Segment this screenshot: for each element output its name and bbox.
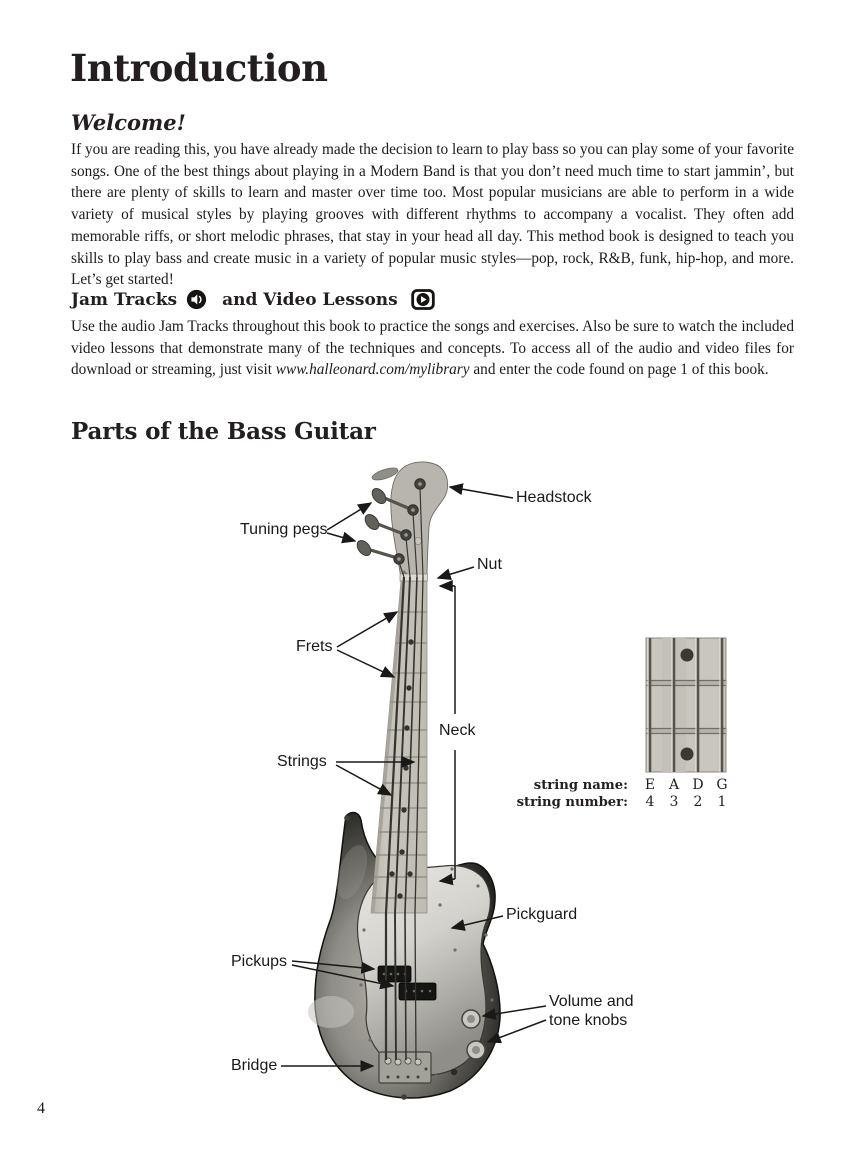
label-volume-tone-knobs: Volume and tone knobs — [549, 993, 634, 1030]
callout-arrows — [281, 483, 547, 1072]
output-jack — [450, 1068, 458, 1076]
label-frets: Frets — [296, 638, 333, 655]
label-volume-line1: Volume and — [549, 993, 634, 1010]
speaker-icon — [186, 289, 207, 310]
headstock — [356, 461, 449, 579]
media-heading: Jam Tracks and Video Lessons — [71, 289, 435, 310]
page-number: 4 — [37, 1100, 45, 1117]
media-paragraph: Use the audio Jam Tracks throughout this… — [71, 316, 794, 381]
welcome-heading: Welcome! — [71, 110, 186, 135]
tuning-keys — [356, 487, 387, 557]
label-nut: Nut — [477, 556, 502, 573]
media-text-before-link: Use the audio Jam Tracks throughout this… — [71, 318, 794, 379]
string-number-label: string number: — [516, 795, 628, 810]
strings — [384, 486, 424, 1061]
label-bridge: Bridge — [231, 1057, 278, 1074]
label-strings: Strings — [277, 753, 327, 770]
string-number-4: 4 — [645, 794, 655, 810]
string-number-3: 3 — [669, 794, 679, 810]
string-number-2: 2 — [693, 794, 703, 810]
video-lessons-label: and Video Lessons — [222, 289, 398, 310]
neck-fretboard — [370, 573, 428, 914]
label-tuning-pegs: Tuning pegs — [240, 521, 328, 538]
string-name-label: string name: — [533, 778, 628, 793]
welcome-paragraph: If you are reading this, you have alread… — [71, 141, 794, 289]
tuner-posts — [393, 478, 426, 565]
label-pickups: Pickups — [231, 953, 288, 970]
tuner-shafts — [366, 495, 409, 559]
label-volume-line2: tone knobs — [549, 1011, 628, 1029]
jam-tracks-label: Jam Tracks — [71, 289, 178, 310]
string-number-1: 1 — [717, 794, 727, 810]
inset-strings — [647, 638, 724, 772]
label-neck: Neck — [436, 722, 479, 741]
fretboard-inset-photo — [645, 637, 727, 773]
library-url: www.halleonard.com/mylibrary — [275, 361, 470, 379]
media-text-after-link: and enter the code found on page 1 of th… — [469, 361, 769, 379]
page-title: Introduction — [70, 46, 328, 90]
string-name-e: E — [644, 777, 656, 793]
label-headstock: Headstock — [516, 489, 592, 506]
string-name-d: D — [692, 777, 704, 793]
string-name-a: A — [668, 777, 680, 793]
video-play-icon — [411, 289, 435, 310]
inset-frets — [646, 679, 726, 735]
label-pickguard: Pickguard — [506, 906, 578, 923]
nut — [399, 573, 428, 582]
parts-heading: Parts of the Bass Guitar — [71, 418, 376, 445]
string-name-g: G — [716, 777, 728, 793]
volume-tone-knobs — [461, 1009, 486, 1060]
bridge — [378, 1051, 432, 1084]
